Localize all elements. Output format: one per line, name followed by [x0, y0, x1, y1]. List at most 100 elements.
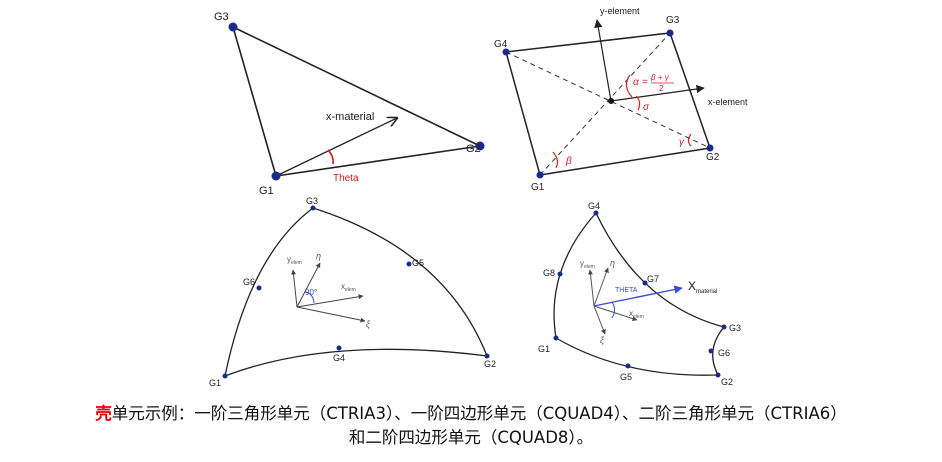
node-g1	[553, 335, 559, 341]
node-g3	[228, 22, 238, 32]
label-g4: G4	[588, 201, 600, 211]
label-g5: G5	[620, 372, 632, 382]
cquad8-edge-g2-g1	[555, 337, 719, 376]
caption-line-2: 和二阶四边形单元（CQUAD8）。	[348, 428, 594, 447]
x-elem-axis	[593, 305, 638, 321]
label-g6: G6	[243, 277, 255, 287]
label-g5: G5	[412, 258, 424, 268]
x-elem-label: xelem	[341, 282, 356, 293]
x-element-axis	[610, 84, 705, 102]
cquad4-edges	[505, 32, 712, 176]
node-g5	[406, 261, 412, 267]
sigma-label: σ	[643, 102, 650, 113]
node-g4	[502, 48, 510, 56]
node-g4	[593, 210, 599, 216]
node-g1	[271, 171, 281, 181]
xi-axis	[296, 306, 366, 323]
cquad8-diagram: G4 G8 G7 G1 G3 G6 G5 G2 yelem η THETA Xm…	[538, 201, 741, 387]
y-elem-axis	[588, 269, 595, 307]
caption-text-1: 单元示例：一阶三角形单元（CTRIA3）、一阶四边形单元（CQUAD4）、二阶三…	[111, 404, 847, 423]
y-element-label: y-element	[600, 6, 640, 16]
x-material-label: x-material	[326, 111, 374, 123]
label-g3: G3	[729, 323, 741, 333]
xi-label: ξ	[366, 319, 371, 329]
ctria6-edge-g1-g3	[224, 207, 314, 377]
ctria6-edge-g3-g2	[312, 207, 488, 357]
beta-label: β	[565, 156, 572, 167]
figure-caption: 壳单元示例：一阶三角形单元（CTRIA3）、一阶四边形单元（CQUAD4）、二阶…	[0, 402, 942, 450]
ctria6-edge-g2-g1	[224, 348, 488, 377]
node-g8	[557, 271, 563, 277]
x-elem-label: xelem	[629, 309, 644, 320]
theta-arc	[611, 301, 615, 319]
x-material-label: Xmaterial	[688, 279, 717, 295]
gamma-label: γ	[679, 137, 685, 148]
label-g3: G3	[214, 11, 229, 23]
cquad8-edge-g4-g3	[595, 212, 725, 328]
alpha-denominator: 2	[659, 84, 664, 93]
label-g6: G6	[718, 348, 730, 358]
y-elem-label: yelem	[580, 259, 595, 270]
node-g2	[706, 144, 714, 152]
x-element-label: x-element	[708, 97, 748, 107]
label-g1: G1	[531, 182, 545, 193]
node-g4	[336, 345, 342, 351]
ctria6-diagram: G3 G5 G6 G4 G2 G1 yelem xelem η ξ 90°	[209, 196, 496, 388]
label-g2: G2	[484, 359, 496, 369]
node-g1	[536, 171, 544, 179]
node-g2	[484, 353, 490, 359]
right-angle-arc	[304, 291, 315, 304]
label-g3: G3	[666, 15, 680, 26]
alpha-equals: =	[642, 77, 648, 88]
eta-label: η	[610, 258, 615, 268]
x-elem-axis	[296, 294, 364, 308]
label-g8: G8	[543, 268, 555, 278]
angle-90-label: 90°	[305, 288, 317, 297]
alpha-numerator: β + γ	[650, 73, 670, 82]
ctria3-diagram: G3 G2 G1 x-material Theta	[214, 11, 485, 197]
node-g3	[666, 29, 674, 37]
xi-axis	[593, 305, 606, 335]
theta-label: Theta	[333, 173, 359, 184]
ctria3-edges	[231, 25, 483, 177]
label-g1: G1	[259, 185, 274, 197]
x-material-axis	[593, 285, 683, 307]
node-g6	[256, 285, 262, 291]
label-g7: G7	[647, 274, 659, 284]
theta-label: THETA	[615, 287, 638, 294]
label-g2: G2	[706, 152, 720, 163]
caption-highlight: 壳	[95, 404, 112, 423]
x-material-arrow	[275, 118, 397, 177]
label-g4: G4	[333, 353, 345, 363]
diagonal-g1-g3	[539, 32, 671, 176]
eta-axis	[296, 262, 321, 308]
diagonal-g4-g2	[505, 51, 711, 149]
y-element-axis	[594, 19, 612, 102]
label-g2: G2	[466, 143, 481, 155]
node-g5	[625, 363, 631, 369]
node-g2	[715, 372, 721, 378]
beta-arc	[552, 151, 559, 169]
label-g4: G4	[494, 39, 508, 50]
y-elem-axis	[290, 269, 298, 308]
gamma-arc	[687, 133, 692, 147]
node-g7	[642, 280, 648, 286]
label-g1: G1	[209, 378, 221, 388]
label-g2: G2	[721, 377, 733, 387]
eta-axis	[593, 267, 609, 307]
alpha-label: α	[633, 77, 639, 88]
label-g1: G1	[538, 344, 550, 354]
sigma-arc	[635, 95, 641, 111]
node-g3	[721, 324, 727, 330]
node-g3	[310, 205, 316, 211]
caption-line-1: 壳单元示例：一阶三角形单元（CTRIA3）、一阶四边形单元（CQUAD4）、二阶…	[0, 402, 942, 426]
node-g2	[475, 141, 485, 151]
y-elem-label: yelem	[287, 255, 302, 266]
cquad4-diagram: G3 G4 G2 G1 y-element x-element α = β + …	[494, 6, 748, 193]
center-point	[608, 98, 614, 104]
node-g6	[708, 348, 714, 354]
xi-label: ξ	[600, 335, 605, 345]
alpha-arc	[625, 74, 633, 98]
node-g1	[222, 373, 228, 379]
